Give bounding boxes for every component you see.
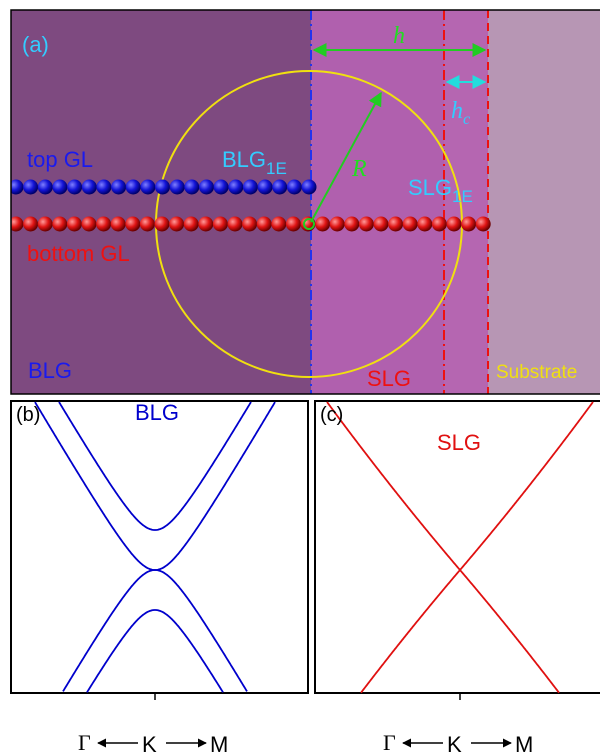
bottom-gl-atom <box>52 216 68 232</box>
bottom-gl-atom <box>402 216 418 232</box>
bottom-gl-atom <box>110 216 126 232</box>
bottom-gl-atom <box>285 216 301 232</box>
blg-region <box>11 10 311 394</box>
bottom-gl-atom <box>358 216 374 232</box>
bottom-gl-atom <box>446 216 462 232</box>
blg-valence-upper <box>62 569 248 692</box>
bottom-gl-atom <box>198 216 214 232</box>
panel-b-m-label: M <box>210 732 228 754</box>
top-gl-atom <box>199 179 214 195</box>
bottom-gl-atom <box>11 216 24 232</box>
hc-label: hc <box>451 98 470 128</box>
slg-region <box>311 10 444 394</box>
bottom-gl-atom <box>242 216 258 232</box>
top-gl-atom <box>228 179 244 195</box>
top-gl-atom <box>257 179 273 195</box>
bottom-gl-atom <box>475 216 491 232</box>
top-gl-atom <box>125 179 141 195</box>
top-gl-atom <box>184 179 200 195</box>
substrate-label: Substrate <box>496 362 577 383</box>
bottom-gl-atoms <box>11 216 491 232</box>
panel-b: (b) BLG Γ K M <box>10 400 309 754</box>
bottom-gl-atom <box>212 216 228 232</box>
bottom-gl-atom <box>431 216 447 232</box>
panel-c-k-label: K <box>447 732 462 754</box>
bottom-gl-atom <box>256 216 272 232</box>
slg1e-label: SLG1E <box>408 175 473 206</box>
top-gl-atom <box>140 179 156 195</box>
panel-c-x-axis: Γ K M <box>383 730 533 754</box>
panel-c-gamma-label: Γ <box>383 730 396 754</box>
panel-b-label: (b) <box>16 404 40 426</box>
bottom-gl-atom <box>139 216 155 232</box>
bottom-gl-atom <box>154 216 170 232</box>
bottom-gl-atom <box>81 216 97 232</box>
blg1e-label: BLG1E <box>222 147 287 178</box>
panel-a: (a) h hc R top GL bottom GL BLG1E SLG1E … <box>11 10 600 394</box>
bottom-gl-atom <box>96 216 112 232</box>
top-gl-atom <box>169 179 185 195</box>
panel-c: (c) SLG Γ K M <box>314 400 600 754</box>
bottom-gl-atom <box>315 216 331 232</box>
top-gl-atom <box>272 179 288 195</box>
top-gl-atom <box>155 179 170 195</box>
bottom-gl-atom <box>125 216 141 232</box>
center-point-marker <box>303 218 315 230</box>
blg-region-label: BLG <box>28 358 72 383</box>
slg-band-curves <box>326 401 594 694</box>
top-gl-atom <box>301 179 317 195</box>
panel-c-label: (c) <box>320 404 343 426</box>
bottom-gl-atom <box>344 216 360 232</box>
r-label: R <box>351 156 367 182</box>
bottom-gl-label: bottom GL <box>27 241 130 266</box>
top-gl-atom <box>11 179 24 195</box>
top-gl-atom <box>67 179 83 195</box>
panel-c-title: SLG <box>437 430 481 455</box>
slg-valence-band <box>360 568 560 694</box>
bottom-gl-atom <box>417 216 433 232</box>
top-gl-atom <box>111 179 127 195</box>
top-gl-atom <box>286 179 302 195</box>
substrate-region <box>488 10 600 394</box>
panel-b-k-label: K <box>142 732 157 754</box>
panel-b-x-axis: Γ K M <box>78 730 228 754</box>
top-gl-label: top GL <box>27 147 93 172</box>
top-gl-atoms <box>11 179 317 195</box>
top-gl-atom <box>213 179 229 195</box>
top-gl-atom <box>242 179 258 195</box>
bottom-gl-atom <box>388 216 404 232</box>
bottom-gl-atom <box>329 216 345 232</box>
h-label: h <box>393 23 405 49</box>
panel-c-m-label: M <box>515 732 533 754</box>
slg-edge-region <box>444 10 488 394</box>
top-gl-atom <box>37 179 53 195</box>
bottom-gl-atom <box>37 216 53 232</box>
top-gl-atom <box>23 179 39 195</box>
bottom-gl-atom <box>271 216 287 232</box>
panel-b-gamma-label: Γ <box>78 730 91 754</box>
bottom-gl-atom <box>373 216 389 232</box>
r-arrow <box>310 91 382 223</box>
blg-band-curves <box>34 401 276 693</box>
top-gl-atom <box>96 179 112 195</box>
bottom-gl-atom <box>227 216 243 232</box>
slg-region-label: SLG <box>367 366 411 391</box>
panel-a-label: (a) <box>22 32 49 57</box>
bottom-gl-atom <box>169 216 185 232</box>
bottom-gl-atom <box>23 216 39 232</box>
panel-b-title: BLG <box>135 400 179 425</box>
top-gl-atom <box>52 179 68 195</box>
panel-a-frame <box>10 9 600 395</box>
bottom-gl-atom <box>183 216 199 232</box>
bottom-gl-atom <box>461 216 477 232</box>
bottom-gl-atom <box>66 216 82 232</box>
blg-valence-lower <box>86 609 224 693</box>
blg-conduction-upper <box>58 401 252 531</box>
panel-b-frame <box>10 400 309 694</box>
top-gl-atom <box>81 179 97 195</box>
